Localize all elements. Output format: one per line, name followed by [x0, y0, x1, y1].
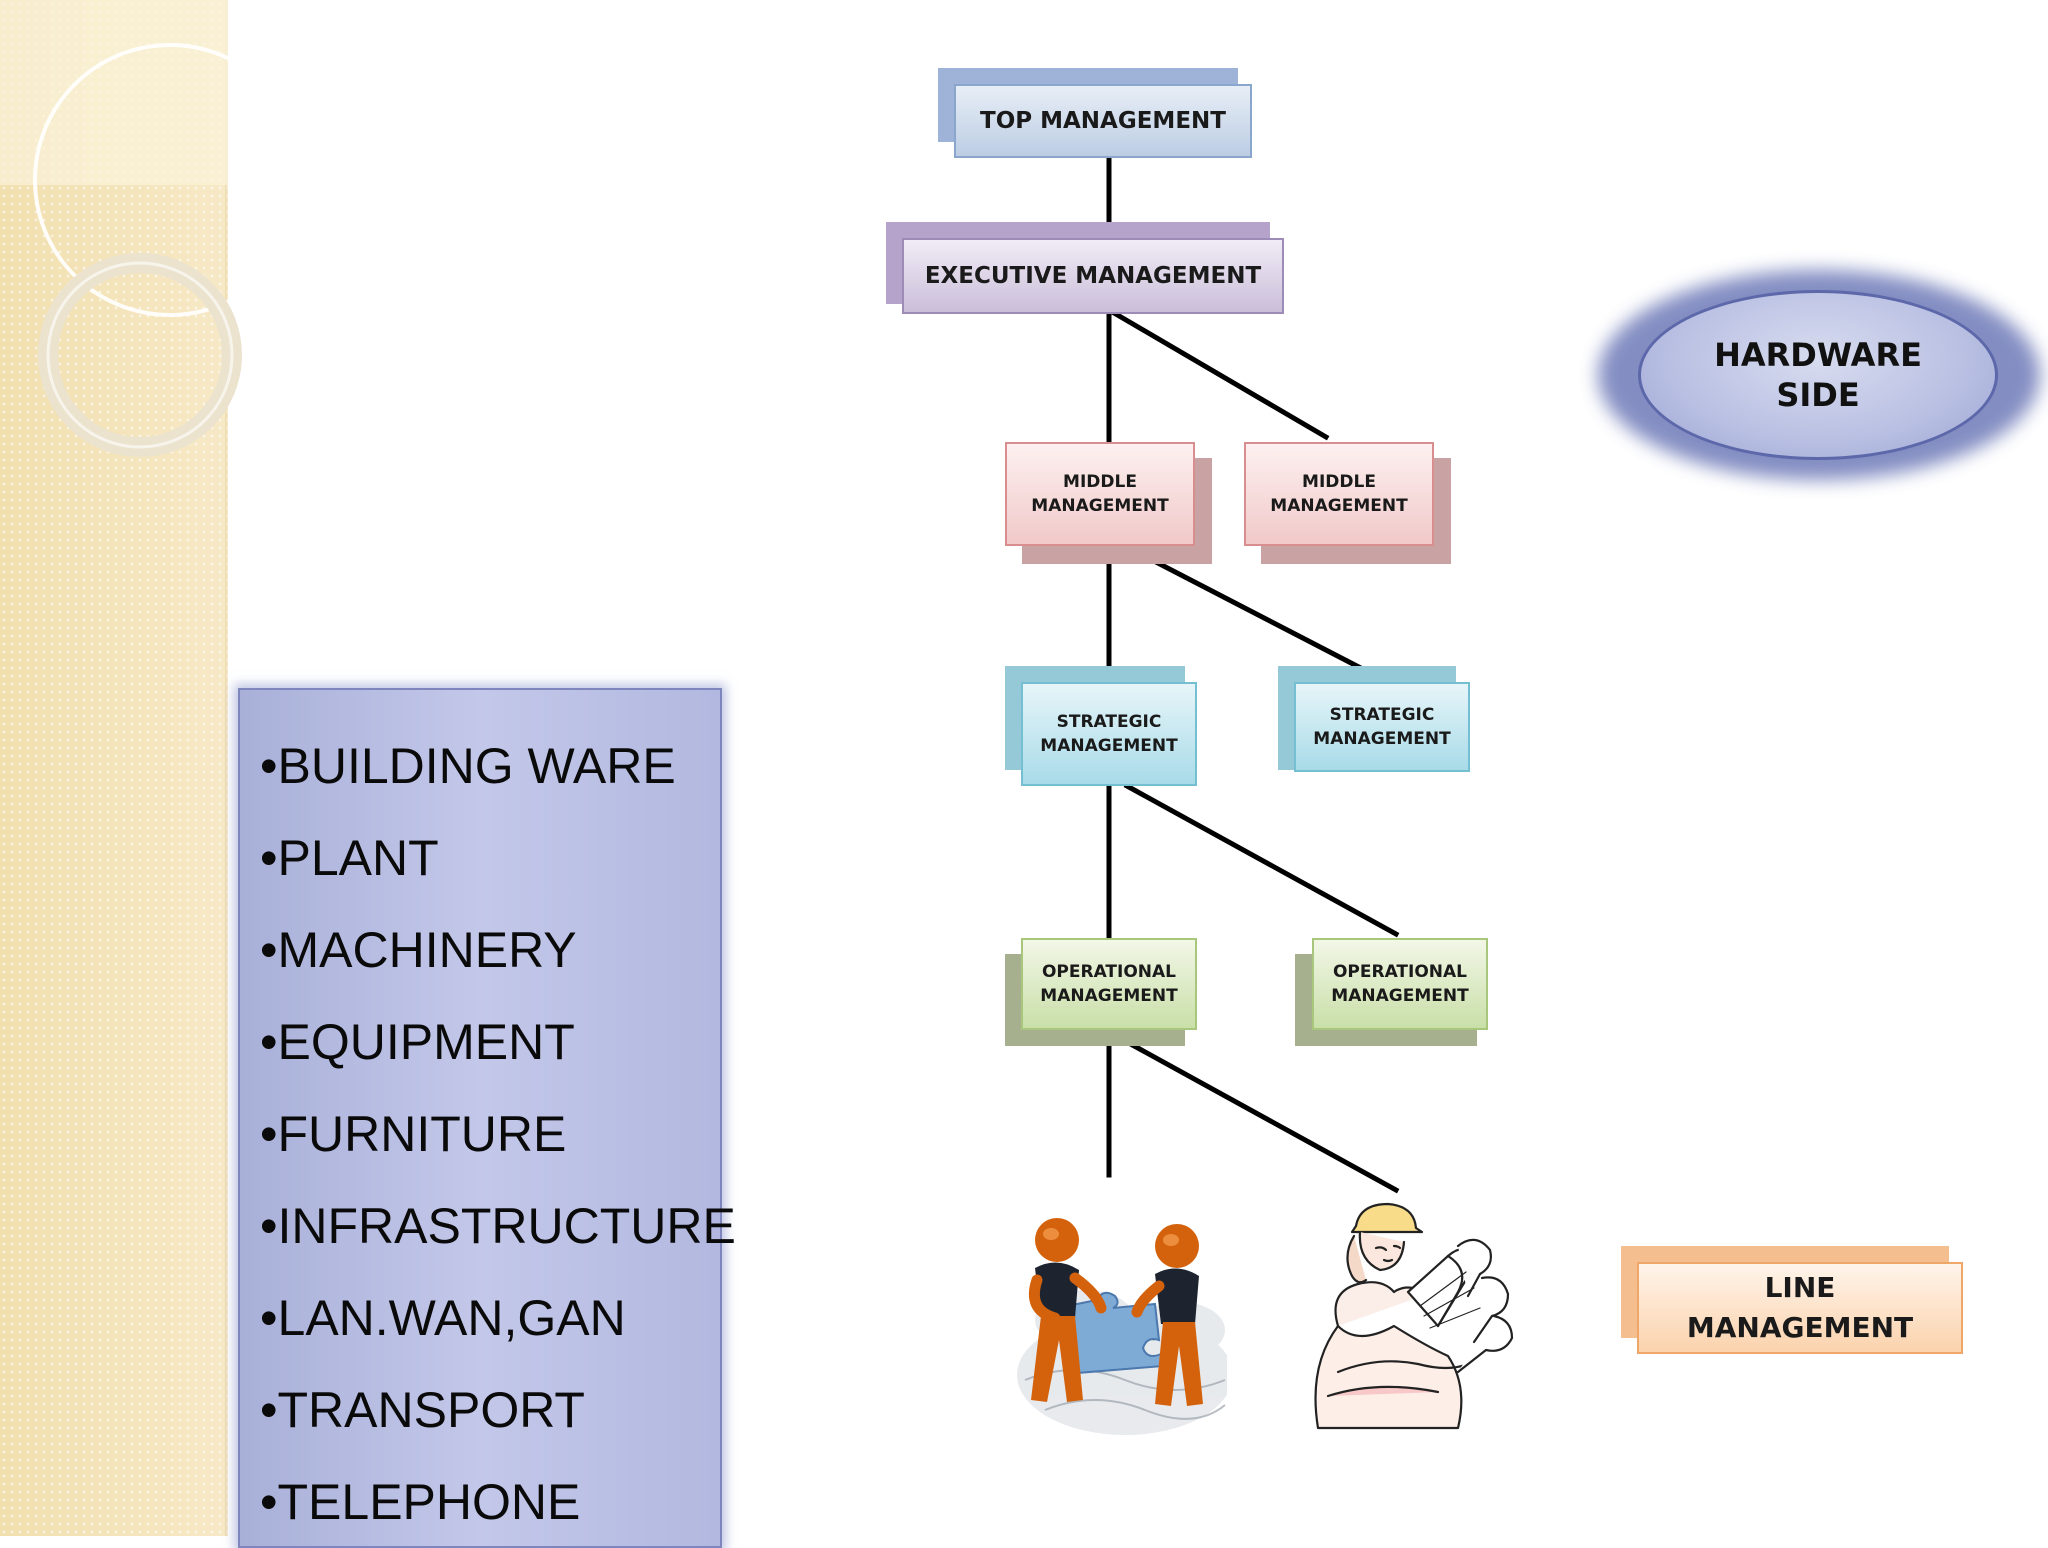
strategic-management-left-box: STRATEGIC MANAGEMENT	[1021, 682, 1197, 786]
list-item-transport: •TRANSPORT	[260, 1382, 585, 1438]
engineer-blueprint-illustration	[1314, 1202, 1514, 1430]
list-item-furniture: •FURNITURE	[260, 1106, 567, 1162]
operational-management-left-box: OPERATIONAL MANAGEMENT	[1021, 938, 1197, 1030]
strategic-management-right-label: STRATEGIC MANAGEMENT	[1313, 705, 1451, 749]
decorative-rings	[0, 0, 307, 457]
operational-management-right-label: OPERATIONAL MANAGEMENT	[1331, 962, 1469, 1006]
connector-strategic-operational-right	[1123, 782, 1400, 938]
list-item-equipment: •EQUIPMENT	[260, 1014, 575, 1070]
decorative-ring-large	[33, 43, 307, 317]
executive-management-box: EXECUTIVE MANAGEMENT	[902, 238, 1284, 314]
top-management-box: TOP MANAGEMENT	[954, 84, 1252, 158]
list-item-infrastructure: •INFRASTRUCTURE	[260, 1198, 736, 1254]
hardware-items-list: •BUILDING WARE •PLANT •MACHINERY •EQUIPM…	[260, 720, 736, 1548]
list-item-lan-wan-gan: •LAN.WAN,GAN	[260, 1290, 626, 1346]
decorative-ring-highlight	[46, 261, 234, 449]
figure-left	[1028, 1218, 1107, 1402]
strategic-management-right-box: STRATEGIC MANAGEMENT	[1294, 682, 1470, 772]
hardware-side-ellipse: HARDWARE SIDE	[1638, 290, 1998, 460]
connector-executive-middle-right	[1105, 306, 1330, 441]
list-item-telephone: •TELEPHONE	[260, 1474, 581, 1530]
decorative-light-panel	[0, 0, 228, 185]
strategic-management-left-label: STRATEGIC MANAGEMENT	[1040, 712, 1178, 756]
list-item-building-ware: •BUILDING WARE	[260, 738, 676, 794]
middle-management-left-box: MIDDLE MANAGEMENT	[1005, 442, 1195, 546]
executive-management-label: EXECUTIVE MANAGEMENT	[924, 263, 1262, 289]
operational-management-right-box: OPERATIONAL MANAGEMENT	[1312, 938, 1488, 1030]
figure-right	[1131, 1224, 1203, 1406]
top-management-label: TOP MANAGEMENT	[980, 108, 1226, 134]
line-management-box: LINE MANAGEMENT	[1637, 1262, 1963, 1354]
team-puzzle-illustration	[1017, 1218, 1227, 1435]
decorative-side-band	[0, 0, 228, 1536]
list-item-machinery: •MACHINERY	[260, 922, 577, 978]
connector-operational-engineer	[1123, 1038, 1400, 1194]
middle-management-left-label: MIDDLE MANAGEMENT	[1031, 472, 1169, 516]
line-management-label: LINE MANAGEMENT	[1686, 1271, 1914, 1344]
operational-management-left-label: OPERATIONAL MANAGEMENT	[1040, 962, 1178, 1006]
hard-hat-icon	[1350, 1202, 1424, 1234]
connector-middle-strategic-right	[1123, 543, 1384, 682]
middle-management-right-box: MIDDLE MANAGEMENT	[1244, 442, 1434, 546]
side-band-edge	[225, 0, 228, 1536]
list-item-plant: •PLANT	[260, 830, 439, 886]
hardware-side-label: HARDWARE SIDE	[1714, 336, 1922, 414]
middle-management-right-label: MIDDLE MANAGEMENT	[1270, 472, 1408, 516]
hardware-items-box: •BUILDING WARE •PLANT •MACHINERY •EQUIPM…	[238, 688, 736, 1548]
